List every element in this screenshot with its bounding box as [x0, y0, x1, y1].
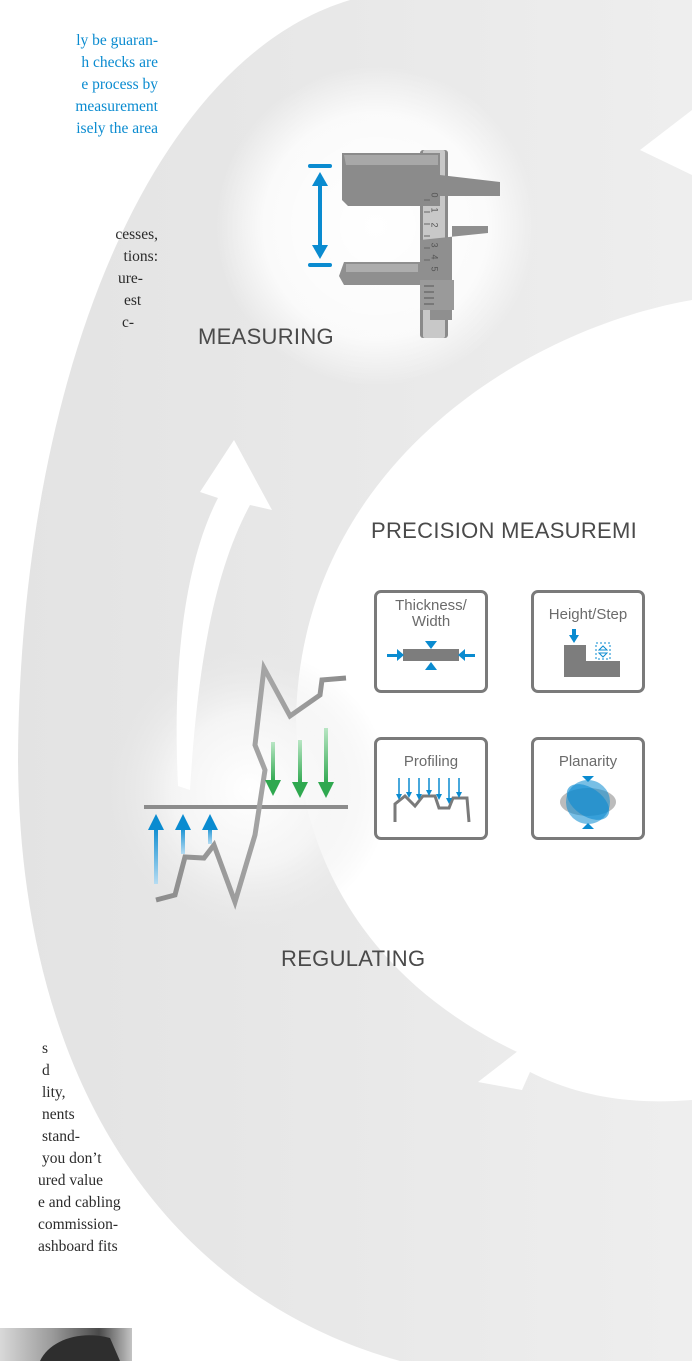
tile-profiling: Profiling [374, 737, 488, 840]
ring-arrow-upper-left [176, 440, 272, 790]
tile-title: Thickness/ Width [395, 597, 467, 630]
text-line: nents [42, 1106, 75, 1123]
text-line: you don’t [42, 1150, 102, 1167]
intro-highlight-text: ly be guaran- h checks are e process by … [0, 30, 158, 140]
text-line: e and cabling [38, 1194, 121, 1211]
thickness-width-icon [387, 641, 475, 670]
precision-measurement-title: PRECISION MEASUREMI [371, 518, 638, 543]
regulating-label: REGULATING [281, 946, 426, 971]
text-line: measurement [75, 98, 158, 115]
text-line: tions: [123, 248, 158, 265]
text-line: lity, [42, 1084, 66, 1101]
text-line: isely the area [76, 120, 158, 137]
planarity-icon [560, 776, 616, 829]
text-line: ly be guaran- [76, 32, 158, 49]
measuring-label: MEASURING [198, 324, 334, 349]
text-line: stand- [42, 1128, 80, 1145]
tile-title: Height/Step [548, 606, 628, 623]
tile-title: Profiling [403, 753, 459, 770]
ring-arrow-top-right [640, 110, 692, 175]
text-line: est [124, 292, 142, 309]
tile-title: Planarity [558, 753, 618, 770]
text-line: cesses, [115, 226, 158, 243]
measuring-glow [216, 66, 536, 386]
profiling-icon [393, 778, 471, 823]
text-line: commission- [38, 1216, 119, 1233]
tile-height-step: Height/Step [531, 590, 645, 693]
body-text-lower: s d lity, nents stand- you don’t ured va… [0, 1038, 158, 1258]
text-line: d [42, 1062, 50, 1079]
height-step-icon [564, 629, 620, 677]
tile-planarity: Planarity [531, 737, 645, 840]
body-text-upper: cesses, tions: ure- est c- [0, 224, 158, 334]
text-line: h checks are [81, 54, 158, 71]
portrait-photo [0, 1328, 132, 1361]
text-line: ure- [118, 270, 143, 287]
text-line: ured value [38, 1172, 103, 1189]
ring-arrow-bottom [478, 1030, 692, 1102]
text-line: ashboard fits [38, 1238, 118, 1255]
ring-shape [18, 0, 692, 1361]
text-line: c- [122, 314, 135, 331]
text-line: s [42, 1040, 49, 1057]
tile-thickness-width: Thickness/ Width [374, 590, 488, 693]
text-line: e process by [81, 76, 158, 93]
